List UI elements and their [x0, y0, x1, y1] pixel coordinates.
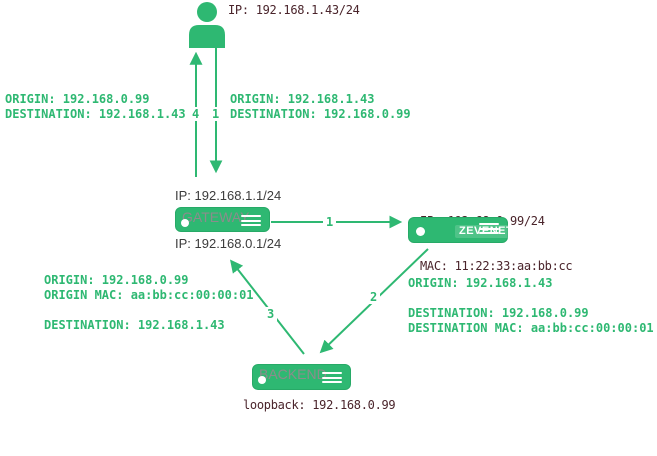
blank-line: [44, 303, 254, 318]
packet-label-backend-response: ORIGIN: 192.168.0.99 ORIGIN MAC: aa:bb:c…: [44, 273, 254, 333]
router-ports-icon: [479, 221, 499, 234]
blank-line: [408, 291, 654, 306]
packet-label-return-to-user: ORIGIN: 192.168.0.99 DESTINATION: 192.16…: [5, 92, 186, 122]
step-number-2: 2: [367, 290, 381, 304]
router-ports-icon: [322, 370, 342, 383]
origin-mac-line: ORIGIN MAC: aa:bb:cc:00:00:01: [44, 288, 254, 302]
destination-line: DESTINATION: 192.168.0.99: [408, 306, 589, 320]
gateway-node-label: GATEWAY: [182, 209, 250, 225]
origin-line: ORIGIN: 192.168.0.99: [5, 92, 150, 106]
origin-line: ORIGIN: 192.168.0.99: [44, 273, 189, 287]
step-number-3: 3: [264, 307, 278, 321]
step-number-1-gateway: 1: [323, 215, 337, 229]
gateway-wan-ip-label: IP: 192.168.1.1/24: [175, 188, 282, 203]
user-icon: [189, 2, 225, 48]
destination-line: DESTINATION: 192.168.0.99: [230, 107, 411, 121]
origin-line: ORIGIN: 192.168.1.43: [230, 92, 375, 106]
zevenet-mac-label: MAC: 11:22:33:aa:bb:cc: [420, 259, 573, 273]
power-led-icon: [416, 227, 425, 236]
backend-addresses: IP: 192.168.0.20 MAC: aa:bb:cc:00:00:01: [243, 426, 395, 456]
backend-node: BACKEND: [252, 364, 351, 390]
step-number-4: 4: [189, 107, 203, 121]
backend-node-label: BACKEND: [259, 366, 327, 382]
user-ip-label: IP: 192.168.1.43/24: [228, 3, 360, 17]
backend-loopback-label: loopback: 192.168.0.99: [243, 398, 396, 412]
power-led-icon: [181, 219, 189, 227]
gateway-node: GATEWAY: [175, 207, 270, 232]
step-number-1-user: 1: [209, 107, 223, 121]
packet-label-user-request: ORIGIN: 192.168.1.43 DESTINATION: 192.16…: [230, 92, 411, 122]
gateway-lan-ip-label: IP: 192.168.0.1/24: [175, 236, 282, 251]
zevenet-node: ZEVENET: [408, 217, 518, 243]
power-led-icon: [258, 376, 266, 384]
destination-line: DESTINATION: 192.168.1.43: [5, 107, 186, 121]
origin-line: ORIGIN: 192.168.1.43: [408, 276, 553, 290]
zevenet-node-label: ZEVENET: [455, 225, 518, 238]
destination-mac-line: DESTINATION MAC: aa:bb:cc:00:00:01: [408, 321, 654, 335]
packet-label-zevenet-forward: ORIGIN: 192.168.1.43 DESTINATION: 192.16…: [408, 276, 654, 336]
router-ports-icon: [241, 213, 261, 226]
destination-line: DESTINATION: 192.168.1.43: [44, 318, 225, 332]
